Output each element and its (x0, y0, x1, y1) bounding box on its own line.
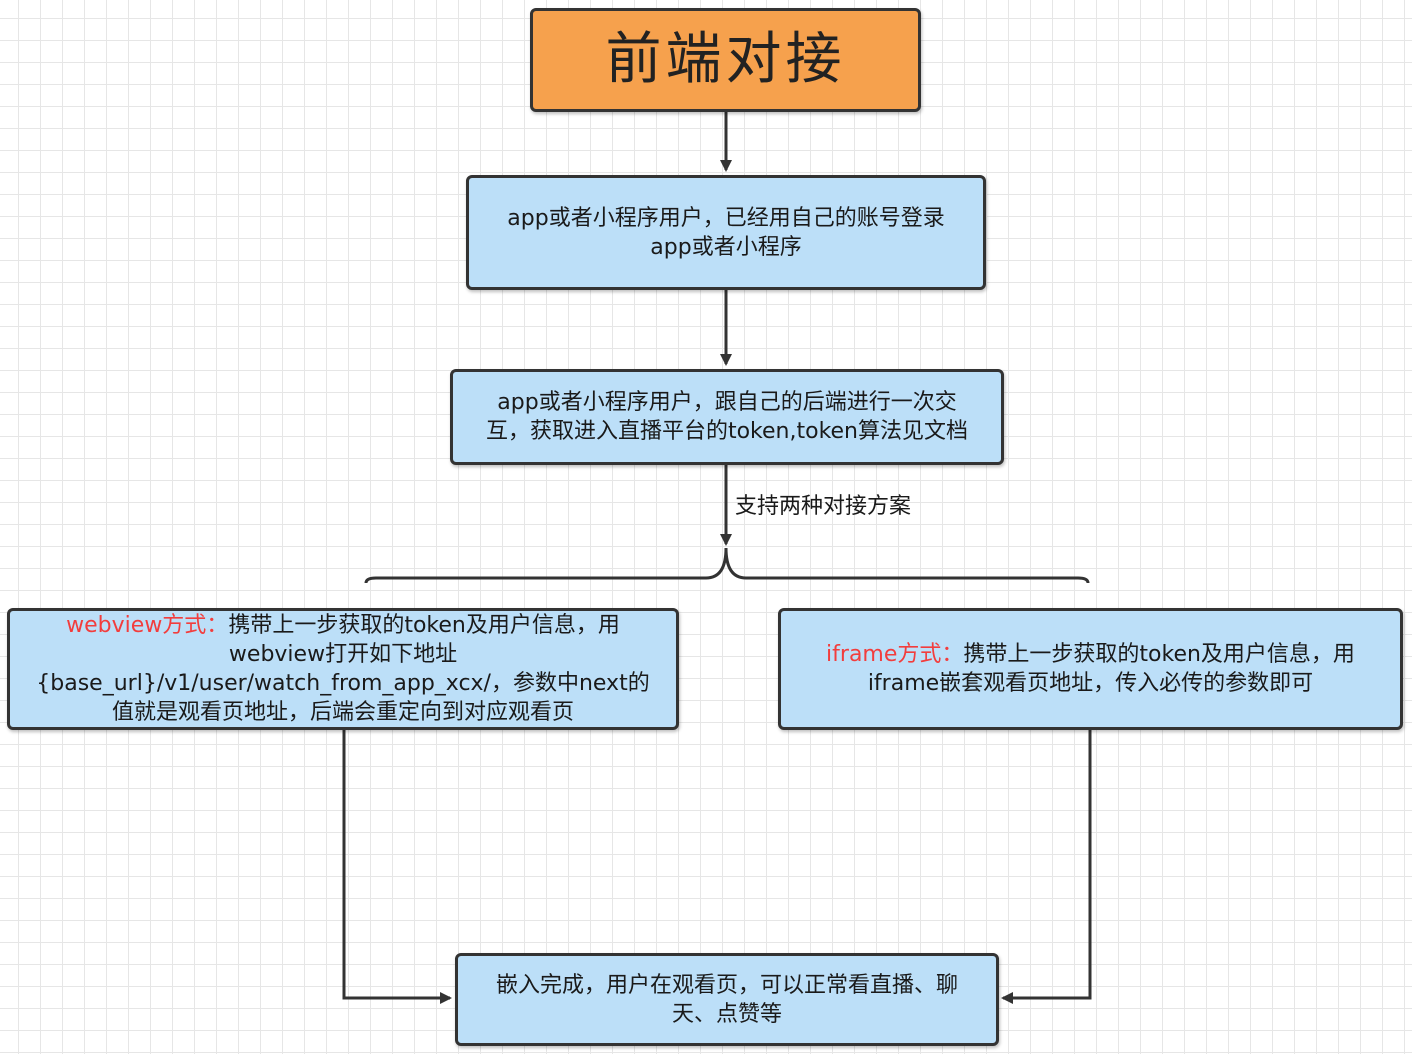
node-done: 嵌入完成，用户在观看页，可以正常看直播、聊天、点赞等 (455, 953, 999, 1046)
node-login: app或者小程序用户，已经用自己的账号登录app或者小程序 (466, 175, 986, 290)
node-get-token-text: app或者小程序用户，跟自己的后端进行一次交互，获取进入直播平台的token,t… (485, 390, 969, 444)
node-title: 前端对接 (530, 8, 921, 112)
node-webview-content: webview方式：携带上一步获取的token及用户信息，用webview打开如… (30, 611, 656, 727)
node-webview-text: 携带上一步获取的token及用户信息，用webview打开如下地址{base_u… (36, 613, 650, 725)
node-login-text: app或者小程序用户，已经用自己的账号登录app或者小程序 (507, 205, 945, 260)
node-title-label: 前端对接 (605, 27, 846, 92)
node-done-text: 嵌入完成，用户在观看页，可以正常看直播、聊天、点赞等 (495, 972, 958, 1027)
node-get-token: app或者小程序用户，跟自己的后端进行一次交互，获取进入直播平台的token,t… (450, 369, 1004, 465)
branch-brace (364, 547, 1090, 584)
node-webview: webview方式：携带上一步获取的token及用户信息，用webview打开如… (7, 608, 679, 730)
edge-label-branch: 支持两种对接方案 (735, 494, 912, 519)
node-webview-prefix: webview方式： (66, 613, 229, 638)
edge-iframe-to-done (1001, 730, 1092, 1004)
node-iframe-text: 携带上一步获取的token及用户信息，用iframe嵌套观看页地址，传入必传的参… (867, 642, 1355, 696)
edge-webview-to-done (342, 730, 452, 1004)
node-iframe: iframe方式：携带上一步获取的token及用户信息，用iframe嵌套观看页… (778, 608, 1403, 730)
node-iframe-content: iframe方式：携带上一步获取的token及用户信息，用iframe嵌套观看页… (805, 640, 1376, 698)
node-iframe-prefix: iframe方式： (826, 642, 964, 667)
